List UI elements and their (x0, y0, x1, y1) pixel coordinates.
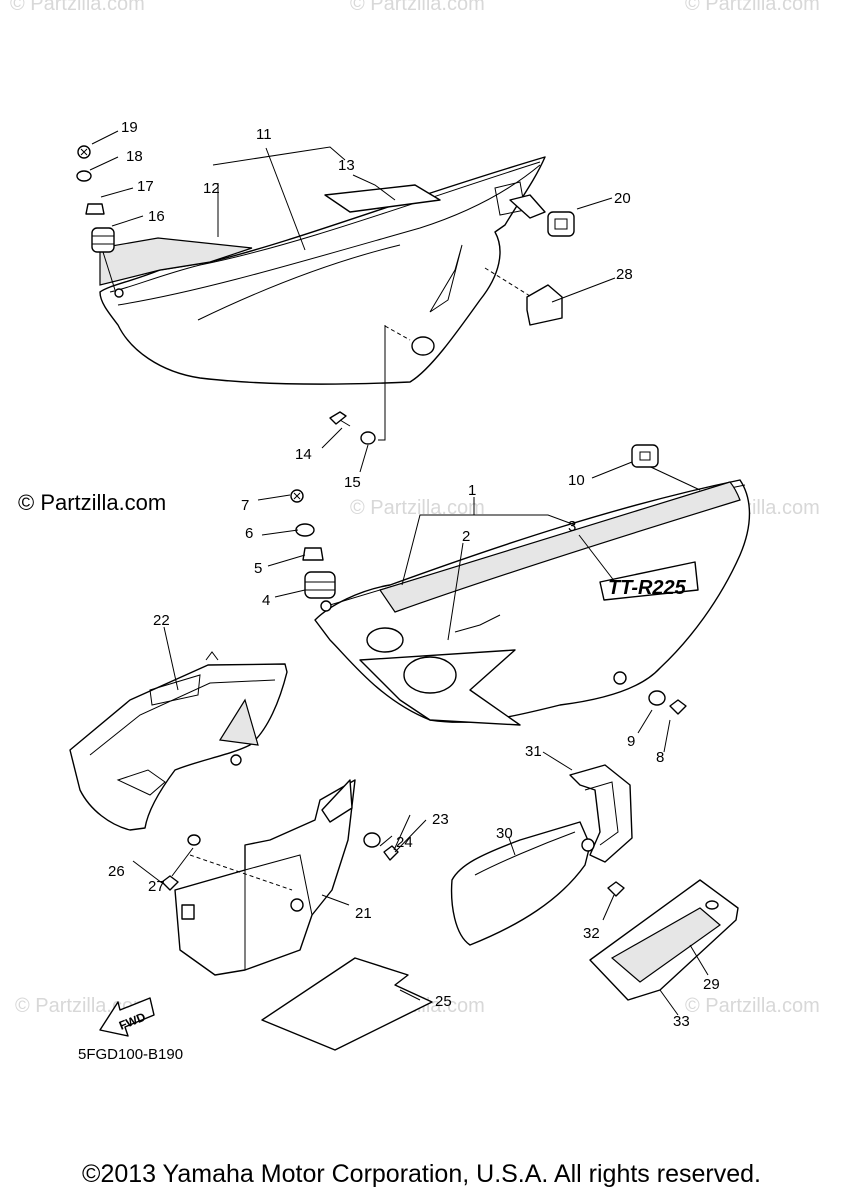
callout-24: 24 (396, 834, 413, 851)
watermark: © Partzilla.com (685, 995, 820, 1017)
callout-1: 1 (468, 482, 476, 499)
box-21 (161, 779, 433, 1051)
watermark: © Partzilla.com (10, 0, 145, 15)
callout-27: 27 (148, 878, 165, 895)
leader-lines (89, 130, 709, 1016)
bracket-22 (69, 651, 288, 831)
callout-7: 7 (241, 497, 249, 514)
callout-10: 10 (568, 472, 585, 489)
callouts: 1 2 3 4 5 6 7 8 9 10 11 12 13 14 15 16 1… (108, 119, 720, 1030)
tool-pouch (450, 764, 633, 946)
callout-19: 19 (121, 119, 138, 136)
callout-12: 12 (203, 180, 220, 197)
callout-15: 15 (344, 474, 361, 491)
callout-33: 33 (673, 1013, 690, 1030)
callout-28: 28 (616, 266, 633, 283)
callout-13: 13 (338, 157, 355, 174)
lower-side-cover: TT-R225 (314, 461, 751, 726)
callout-25: 25 (435, 993, 452, 1010)
upper-side-cover (99, 156, 546, 441)
upper-fasteners (76, 145, 575, 445)
callout-14: 14 (295, 446, 312, 463)
callout-16: 16 (148, 208, 165, 225)
callout-6: 6 (245, 525, 253, 542)
callout-29: 29 (703, 976, 720, 993)
callout-32: 32 (583, 925, 600, 942)
callout-5: 5 (254, 560, 262, 577)
callout-21: 21 (355, 905, 372, 922)
callout-26: 26 (108, 863, 125, 880)
callout-11: 11 (256, 126, 272, 143)
copyright-text: ©2013 Yamaha Motor Corporation, U.S.A. A… (82, 1160, 761, 1188)
watermark: © Partzilla.com (350, 497, 485, 519)
lower-fasteners (290, 444, 687, 715)
callout-9: 9 (627, 733, 635, 750)
brand-text: © Partzilla.com (18, 490, 167, 515)
watermark: © Partzilla.com (685, 0, 820, 15)
callout-4: 4 (262, 592, 270, 609)
callout-20: 20 (614, 190, 631, 207)
callout-8: 8 (656, 749, 664, 766)
callout-22: 22 (153, 612, 170, 629)
watermark: © Partzilla.com (350, 0, 485, 15)
callout-18: 18 (126, 148, 143, 165)
callout-3: 3 (568, 518, 576, 535)
callout-23: 23 (432, 811, 449, 828)
decal-text: TT-R225 (608, 577, 687, 599)
callout-30: 30 (496, 825, 513, 842)
callout-31: 31 (525, 743, 542, 760)
case-33 (589, 879, 739, 1001)
diagram-code: 5FGD100-B190 (78, 1046, 184, 1063)
callout-17: 17 (137, 178, 154, 195)
callout-2: 2 (462, 528, 470, 545)
